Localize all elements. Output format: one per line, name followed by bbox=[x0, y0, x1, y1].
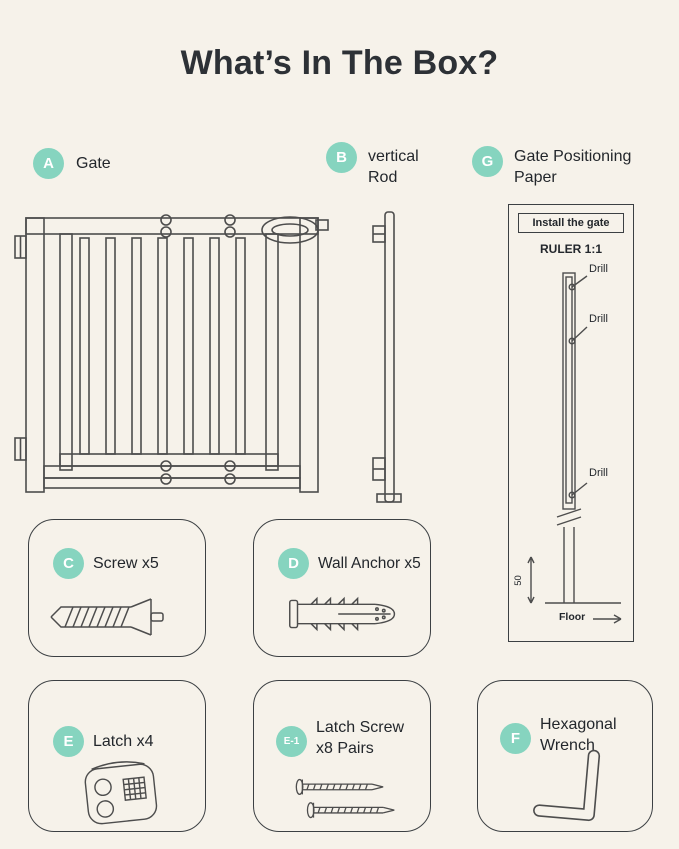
paper-ruler-label: RULER 1:1 bbox=[539, 242, 602, 256]
label-positioning-paper: Gate Positioning Paper bbox=[514, 148, 632, 186]
card-screw: C Screw x5 bbox=[28, 519, 206, 657]
vertical-rod-illustration bbox=[372, 211, 402, 503]
card-hex-wrench: F Hexagonal Wrench bbox=[477, 680, 653, 832]
paper-drill-label-2: Drill bbox=[589, 313, 608, 325]
badge-hex-wrench: F bbox=[500, 723, 531, 754]
label-wall-anchor: Wall Anchor x5 bbox=[318, 555, 421, 572]
card-wall-anchor: D Wall Anchor x5 bbox=[253, 519, 431, 657]
label-rod: vertical Rod bbox=[368, 148, 419, 186]
card-latch: E Latch x4 bbox=[28, 680, 206, 832]
page-title: What’s In The Box? bbox=[180, 44, 499, 82]
badge-latch-screw: E-1 bbox=[276, 726, 307, 757]
card-latch-screw: E-1 Latch Screw x8 Pairs bbox=[253, 680, 431, 832]
label-screw: Screw x5 bbox=[93, 555, 159, 572]
paper-ruler-strip-illustration bbox=[527, 272, 622, 624]
paper-drill-label-3: Drill bbox=[589, 467, 608, 479]
hex-wrench-illustration bbox=[533, 749, 601, 822]
paper-header: Install the gate bbox=[518, 213, 624, 233]
badge-wall-anchor: D bbox=[278, 548, 309, 579]
badge-positioning-paper: G bbox=[472, 146, 503, 177]
wall-anchor-illustration bbox=[289, 596, 396, 632]
paper-drill-label-1: Drill bbox=[589, 263, 608, 275]
paper-floor-label: Floor bbox=[559, 611, 586, 623]
badge-screw: C bbox=[53, 548, 84, 579]
badge-gate: A bbox=[33, 148, 64, 179]
positioning-paper-sheet: Install the gate RULER 1:1 bbox=[508, 204, 634, 642]
label-gate: Gate bbox=[76, 155, 111, 172]
label-latch-screw: Latch Screw x8 Pairs bbox=[316, 719, 405, 757]
badge-latch: E bbox=[53, 726, 84, 757]
latch-screw-illustration bbox=[295, 778, 395, 819]
label-hex-wrench: Hexagonal Wrench bbox=[540, 716, 617, 754]
screw-illustration bbox=[50, 598, 164, 636]
paper-height-mark: 50 bbox=[512, 575, 524, 586]
badge-rod: B bbox=[326, 142, 357, 173]
latch-illustration bbox=[84, 761, 158, 825]
label-latch: Latch x4 bbox=[93, 733, 154, 750]
gate-illustration bbox=[14, 214, 329, 493]
